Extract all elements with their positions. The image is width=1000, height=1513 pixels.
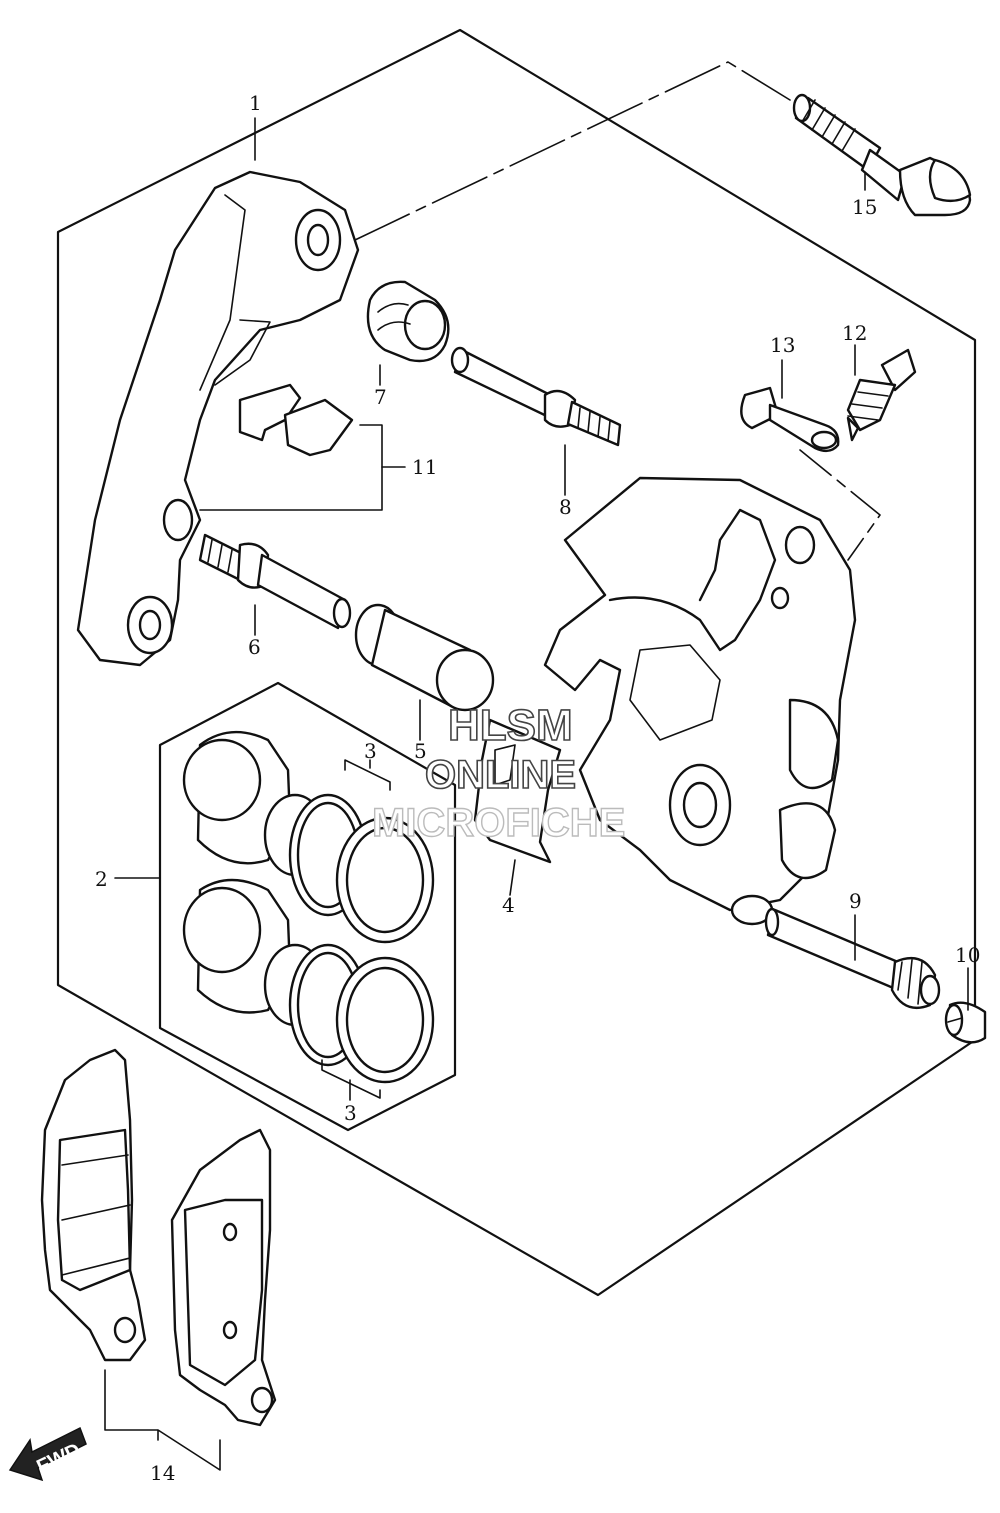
pad-spring-set	[199, 383, 406, 511]
pin-plug	[944, 1001, 987, 1044]
leader-lines	[254, 117, 969, 1101]
bolt-reference-line	[354, 61, 791, 241]
caliper-bracket	[76, 170, 360, 667]
label-5: 5	[414, 739, 427, 763]
label-9: 9	[849, 889, 862, 913]
piston-kit	[114, 681, 457, 1132]
bleeder-cap	[740, 386, 840, 453]
dust-boot	[366, 280, 450, 363]
label-12: 12	[842, 321, 867, 345]
label-8: 8	[559, 495, 572, 519]
label-2: 2	[95, 867, 108, 891]
forward-arrow-icon: FWD	[8, 1426, 87, 1482]
brake-pad-set	[40, 1048, 277, 1471]
label-13: 13	[770, 333, 795, 357]
slide-sleeve	[354, 603, 495, 712]
mounting-bolt	[792, 93, 972, 217]
label-14: 14	[150, 1461, 175, 1485]
label-3-upper: 3	[364, 739, 377, 763]
label-3-lower: 3	[344, 1101, 357, 1125]
label-11: 11	[412, 455, 437, 479]
label-1: 1	[249, 91, 262, 115]
slide-pin-lower	[198, 533, 352, 630]
bleeder-screw	[846, 348, 917, 442]
slide-pin-upper	[450, 346, 622, 447]
label-10: 10	[955, 943, 980, 967]
watermark-line-1: HLSM	[448, 701, 573, 750]
label-6: 6	[248, 635, 261, 659]
label-4: 4	[502, 893, 515, 917]
caliper-body	[543, 476, 857, 926]
watermark-line-2: ONLINE	[425, 753, 576, 797]
label-7: 7	[374, 385, 387, 409]
pad-shim	[473, 718, 562, 896]
bleeder-reference-line	[799, 449, 881, 561]
watermark-line-3: MICROFICHE	[372, 801, 625, 845]
label-15: 15	[852, 195, 877, 219]
pin-bolt	[764, 907, 941, 1010]
